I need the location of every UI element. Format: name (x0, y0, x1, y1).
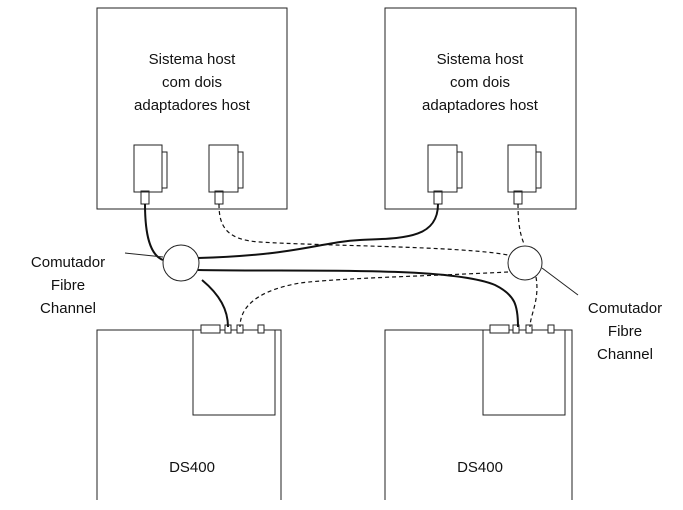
storage-2-controller (482, 329, 566, 416)
storage-1-controller (192, 329, 276, 416)
cable-host1-adapter2-to-switch2 (218, 203, 509, 256)
switch-2 (507, 245, 543, 281)
storage-1-label: DS400 (169, 459, 215, 476)
host-system-1: Sistema host com dois adaptadores host (96, 7, 288, 210)
host-1-adapter-1 (133, 144, 168, 205)
switch-1 (162, 244, 200, 282)
storage-1-port-4 (257, 324, 265, 334)
host-system-2-box (384, 7, 577, 210)
storage-ds400-1: DS400 (96, 324, 282, 500)
switch-2-label-line-2: Fibre (608, 323, 642, 340)
switch-2-label-line-1: Comutador (588, 300, 662, 317)
switch-2-leader-line (541, 267, 579, 296)
cable-host2-adapter2-to-switch2 (517, 203, 525, 245)
switch-1-label-line-2: Fibre (51, 277, 85, 294)
cable-host1-adapter1-to-switch1 (144, 203, 164, 261)
storage-2-box (384, 329, 573, 500)
host-system-2: Sistema host com dois adaptadores host (384, 7, 577, 210)
cable-switch2-to-storage2 (529, 276, 538, 328)
host-system-1-box (96, 7, 288, 210)
host-system-2-label-line-2: com dois (450, 74, 510, 91)
host-system-2-label-line-1: Sistema host (437, 51, 525, 68)
storage-1-box (96, 329, 282, 500)
host-1-adapter-2 (208, 144, 244, 205)
host-system-2-label-line-3: adaptadores host (422, 97, 539, 114)
cable-switch2-to-storage1 (239, 271, 509, 328)
host-system-1-label-line-3: adaptadores host (134, 97, 251, 114)
storage-2-label: DS400 (457, 459, 503, 476)
storage-2-port-4 (547, 324, 555, 334)
storage-2-port-2 (512, 324, 520, 334)
storage-2-port-1 (489, 324, 510, 334)
switch-1-label-line-3: Channel (40, 300, 96, 317)
switch-2-label-line-3: Channel (597, 346, 653, 363)
storage-2-port-3 (525, 324, 533, 334)
cable-switch1-to-storage1 (201, 279, 229, 328)
storage-ds400-2: DS400 (384, 324, 573, 500)
cable-host2-adapter1-to-switch1 (197, 203, 439, 259)
cable-switch1-to-storage2 (197, 269, 519, 328)
switch-1-leader-line (124, 252, 164, 258)
switch-1-label-line-1: Comutador (31, 254, 105, 271)
host-system-1-label-line-1: Sistema host (149, 51, 237, 68)
host-system-1-label-line-2: com dois (162, 74, 222, 91)
storage-1-port-1 (200, 324, 221, 334)
